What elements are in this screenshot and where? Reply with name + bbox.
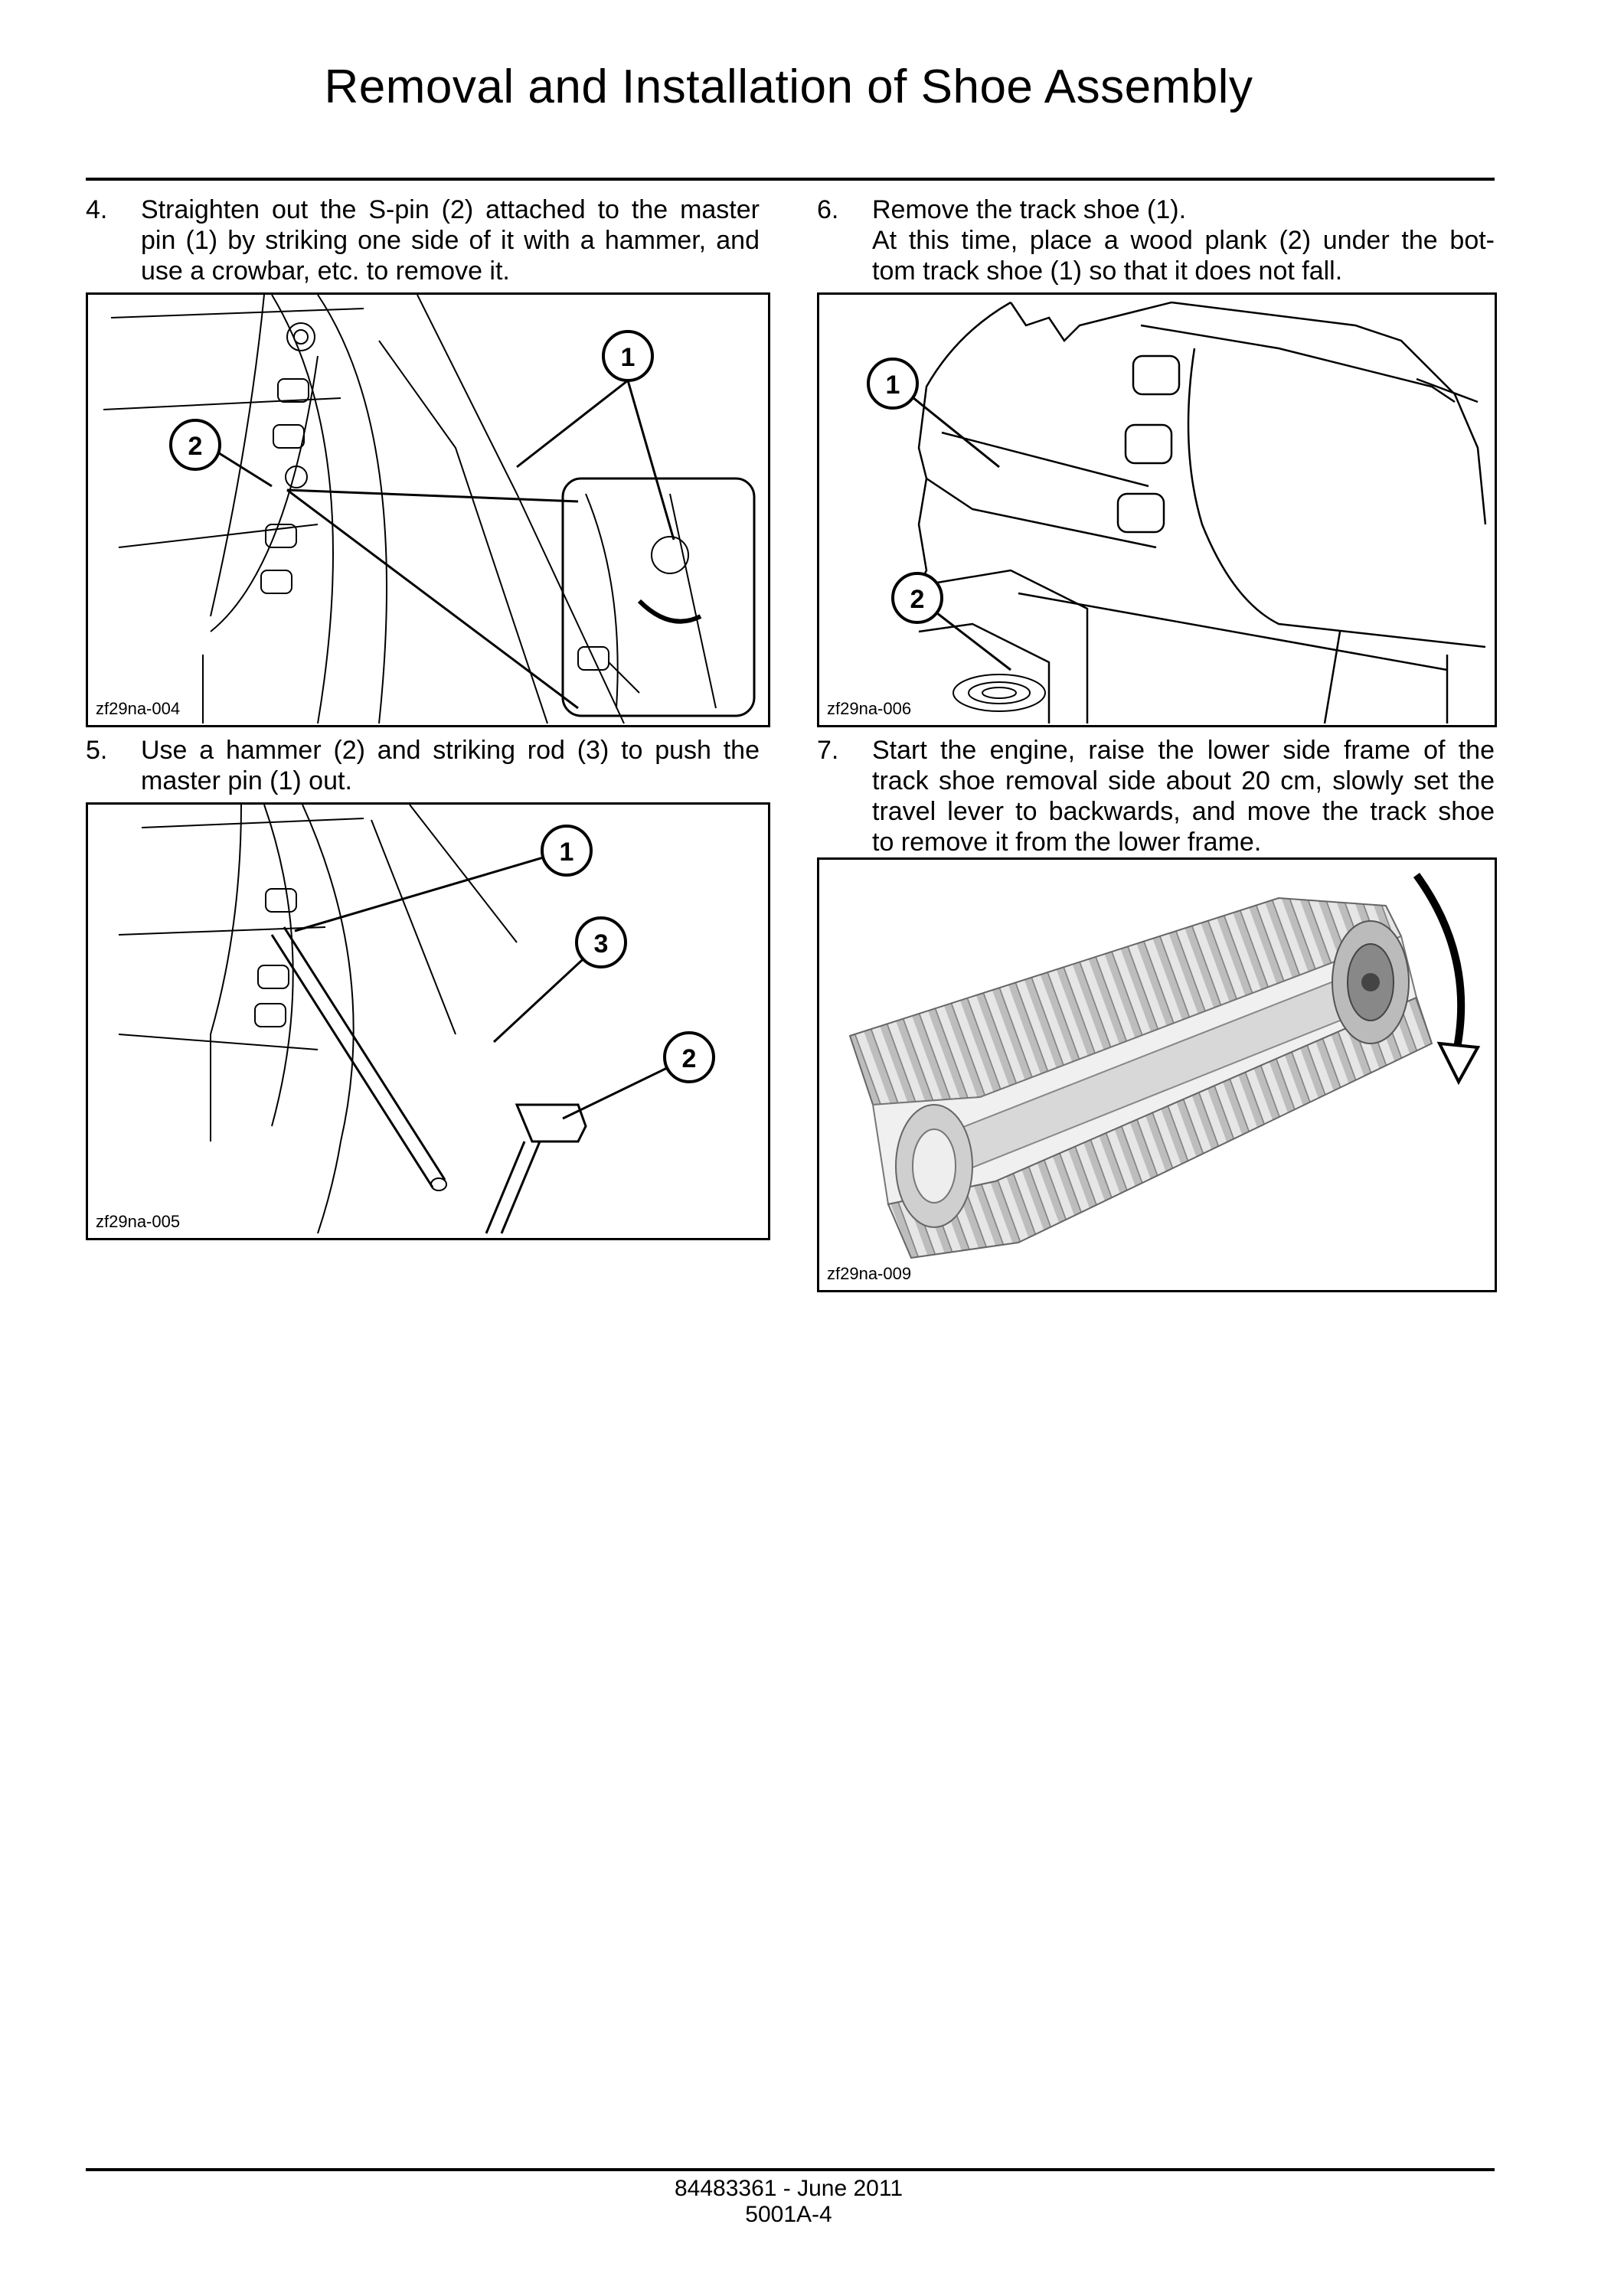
step-text-line: Use a hammer (2) and striking rod (3) to… (141, 736, 760, 765)
step-4: 4. Straighten out the S-pin (2) attached… (86, 194, 760, 294)
page-title: Removal and Installation of Shoe Assembl… (324, 60, 1253, 113)
figure-zf29na-006: 1 2 zf29na-006 (817, 292, 1497, 727)
figure-caption: zf29na-006 (827, 699, 912, 718)
figure-illustration (848, 873, 1481, 1259)
figure-illustration: 1 3 2 (118, 805, 715, 1234)
step-text-line: use a crowbar, etc. to remove it. (141, 256, 510, 286)
callout-label: 1 (886, 371, 900, 400)
header-rule (86, 178, 1495, 181)
step-text-line: travel lever to backwards, and move the … (872, 797, 1495, 826)
step-text-line: track shoe removal side about 20 cm, slo… (872, 766, 1495, 795)
figure-illustration: 1 2 (103, 295, 756, 724)
step-text-line: Remove the track shoe (1). (872, 195, 1187, 224)
footer-rule (86, 2168, 1495, 2171)
step-number: 4. (86, 195, 108, 224)
figure-zf29na-005: 1 3 2 zf29na-005 (86, 802, 770, 1240)
step-number: 7. (817, 736, 839, 765)
callout-label: 2 (910, 585, 925, 614)
callout-label: 2 (682, 1044, 697, 1073)
step-6: 6. Remove the track shoe (1). At this ti… (817, 194, 1495, 294)
figure-zf29na-009: zf29na-009 (817, 857, 1497, 1292)
figure-zf29na-004: 1 2 zf29na-004 (86, 292, 770, 727)
footer-page-number: 5001A-4 (745, 2202, 832, 2227)
step-number: 6. (817, 195, 839, 224)
step-text-line: tom track shoe (1) so that it does not f… (872, 256, 1343, 286)
step-7: 7. Start the engine, raise the lower sid… (817, 735, 1495, 865)
step-number: 5. (86, 736, 108, 765)
footer-doc-number: 84483361 - June 2011 (674, 2176, 903, 2201)
step-text-line: At this time, place a wood plank (2) und… (872, 226, 1495, 255)
callout-label: 3 (594, 929, 609, 959)
callout-label: 1 (560, 838, 574, 867)
figure-caption: zf29na-009 (827, 1264, 912, 1283)
callout-label: 2 (188, 432, 203, 461)
figure-caption: zf29na-005 (96, 1212, 181, 1231)
step-text-line: master pin (1) out. (141, 766, 352, 795)
step-text-line: to remove it from the lower frame. (872, 828, 1262, 857)
figure-illustration: 1 2 (867, 301, 1487, 724)
step-text-line: pin (1) by striking one side of it with … (141, 226, 760, 255)
step-5: 5. Use a hammer (2) and striking rod (3)… (86, 735, 760, 804)
figure-caption: zf29na-004 (96, 699, 181, 718)
callout-label: 1 (621, 343, 636, 372)
step-text-line: Straighten out the S-pin (2) attached to… (141, 195, 760, 224)
step-text-line: Start the engine, raise the lower side f… (872, 736, 1495, 765)
